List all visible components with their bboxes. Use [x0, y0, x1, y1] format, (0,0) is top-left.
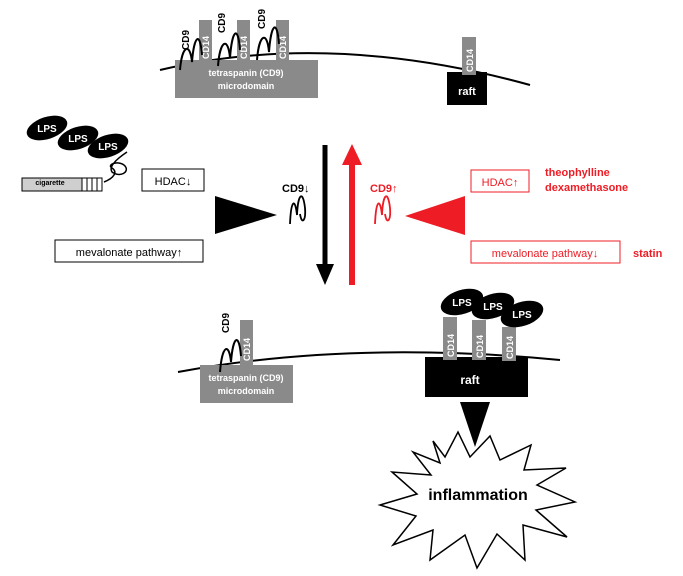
down-arrow-head	[316, 264, 334, 285]
bottom-raft-label: raft	[460, 373, 479, 387]
left-lps-label-2: LPS	[68, 134, 88, 145]
bottom-raft-box	[425, 357, 528, 397]
left-lps-2	[57, 125, 99, 151]
bottom-lps-label-2: LPS	[483, 302, 503, 313]
bottom-microdomain-box	[200, 365, 293, 403]
top-microdomain-line1: tetraspanin (CD9)	[208, 68, 283, 78]
bottom-raft-cd14-3	[502, 327, 516, 361]
top-raft-cd14	[462, 37, 476, 75]
left-lps-3	[87, 133, 129, 159]
left-hdac-label: HDAC↓	[155, 176, 192, 188]
top-cd9-loop-2	[217, 32, 241, 67]
left-mevalonate-box	[54, 239, 204, 263]
bottom-cd14-label: CD14	[242, 338, 252, 361]
bottom-microdomain-line1: tetraspanin (CD9)	[208, 373, 283, 383]
bottom-lps-3	[500, 300, 544, 328]
bottom-microdomain-line2: microdomain	[218, 386, 275, 396]
top-cd14-receptor-3: CD14	[276, 20, 289, 62]
right-cd9-loop	[374, 195, 392, 225]
cigarette-label: cigarette	[35, 180, 64, 187]
theophylline-label: theophylline	[545, 167, 610, 179]
right-cd9-label: CD9↑	[370, 183, 398, 195]
top-cd9-label-1: CD9	[181, 30, 192, 50]
left-mevalonate-label: mevalonate pathway↑	[76, 247, 182, 259]
bottom-cd9-label: CD9	[221, 313, 232, 333]
left-hdac-box	[141, 168, 205, 192]
bottom-raft-cd14-2	[472, 320, 486, 360]
bottom-raft-cd14-1	[443, 317, 457, 360]
right-side: CD9↑ HDAC↑ theophylline dexamethasone me…	[370, 167, 663, 264]
top-cd14-label-3: CD14	[278, 36, 288, 59]
right-hdac-box	[470, 169, 530, 193]
left-lps-label-1: LPS	[37, 124, 57, 135]
top-cd14-label-2: CD14	[239, 36, 249, 59]
top-microdomain-box	[175, 60, 318, 98]
cigarette-icon	[21, 151, 128, 192]
statin-label: statin	[633, 248, 663, 260]
right-mevalonate-label: mevalonate pathway↓	[492, 248, 598, 260]
top-cd9-loop-3	[256, 26, 280, 61]
dexamethasone-label: dexamethasone	[545, 182, 628, 194]
top-cd14-receptor-2: CD14	[237, 20, 250, 62]
top-cd9-label-2: CD9	[217, 13, 228, 33]
top-raft-box	[447, 72, 487, 105]
left-cd9-label: CD9↓	[282, 183, 310, 195]
bottom-raft-cd14-label-3: CD14	[505, 336, 515, 359]
left-cd9-loop	[289, 195, 307, 225]
bottom-cd14-receptor	[240, 320, 253, 365]
bottom-lps-label-1: LPS	[452, 298, 472, 309]
top-cd9-loop-1	[179, 38, 203, 71]
top-raft-label: raft	[458, 86, 476, 98]
left-black-triangle	[215, 196, 277, 234]
left-lps-label-3: LPS	[98, 142, 118, 153]
top-microdomain-line2: microdomain	[218, 81, 275, 91]
inflammation-group: inflammation	[377, 402, 578, 570]
left-side: LPS LPS LPS cigarette HDAC↓ mevalonate p…	[21, 115, 310, 263]
bottom-cd9-loop	[219, 339, 242, 373]
left-lps-1	[26, 115, 68, 141]
bottom-raft-cd14-label-2: CD14	[475, 335, 485, 358]
bottom-lps-label-3: LPS	[512, 310, 532, 321]
top-cd9-label-3: CD9	[257, 9, 268, 29]
top-cd14-receptor-1: CD14	[199, 20, 212, 62]
up-arrow-head	[342, 144, 362, 165]
top-membrane: tetraspanin (CD9) microdomain CD14 CD14 …	[159, 9, 531, 105]
inflammation-label: inflammation	[428, 487, 528, 504]
inflammation-arrow	[460, 402, 490, 447]
bottom-membrane: tetraspanin (CD9) microdomain CD14 CD9 r…	[177, 288, 561, 403]
right-hdac-label: HDAC↑	[482, 177, 519, 189]
right-mevalonate-box	[470, 240, 621, 264]
center-arrows	[316, 144, 362, 285]
top-cd14-label-1: CD14	[201, 36, 211, 59]
inflammation-burst	[377, 430, 578, 570]
bottom-raft-cd14-label-1: CD14	[446, 334, 456, 357]
right-red-triangle	[405, 196, 465, 235]
top-raft-cd14-label: CD14	[465, 49, 475, 72]
left-lps-group: LPS LPS LPS	[26, 115, 129, 159]
